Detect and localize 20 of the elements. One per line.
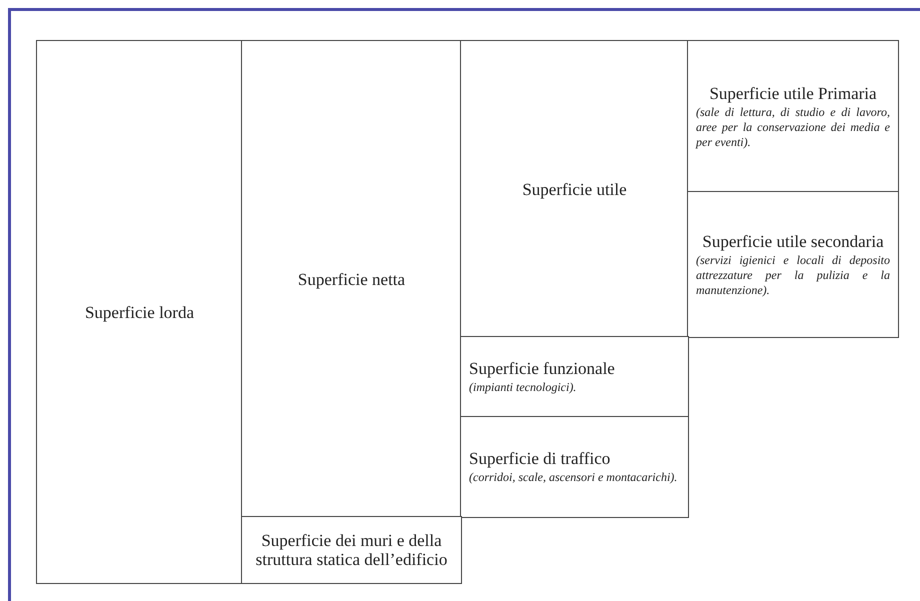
area-description: (servizi igienici e locali di deposito attrezzature per la pulizia e la manutenzione).: [696, 252, 890, 298]
area-heading: Superficie lorda: [84, 302, 194, 322]
area-box: [460, 336, 689, 418]
area-box: [241, 516, 462, 584]
area-heading: Superficie utile secondaria: [702, 232, 884, 250]
area-box: [687, 191, 899, 338]
area-heading: Superficie utile: [522, 180, 627, 198]
area-box: [241, 40, 462, 518]
area-description: (corridoi, scale, ascensori e montacarichi).: [469, 470, 678, 485]
area-box: [460, 40, 689, 338]
area-description: (sale di lettura, di studio e di lavoro, aree per la conservazione dei media e per eventi).: [696, 104, 890, 150]
area-heading: Superficie funzionale: [469, 359, 616, 378]
area-heading: Superficie di traffico: [469, 449, 612, 468]
area-box: [36, 40, 243, 584]
area-description: (impianti tecnologici).: [469, 380, 578, 395]
area-box: [687, 40, 899, 193]
area-heading: Superficie utile Primaria: [709, 84, 877, 102]
area-heading: Superficie netta: [298, 270, 406, 288]
area-box: [460, 416, 689, 518]
area-heading: Superficie dei muri e della struttura statica dell’edificio: [254, 531, 448, 569]
